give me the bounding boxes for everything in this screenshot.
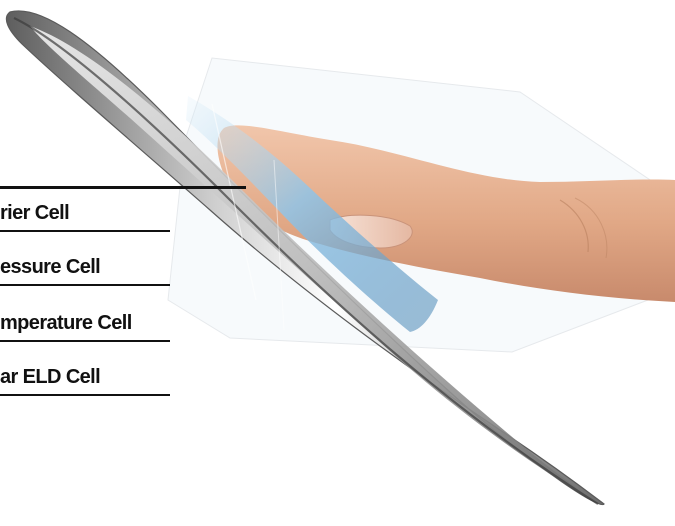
cell-label-row: rier Cell — [0, 196, 170, 232]
header-divider — [0, 186, 246, 189]
cell-label-text: essure Cell — [0, 256, 100, 284]
cell-label-row: ar ELD Cell — [0, 360, 170, 396]
cell-label-text: mperature Cell — [0, 312, 132, 340]
cell-label-text: ar ELD Cell — [0, 366, 100, 394]
cell-label-row: essure Cell — [0, 250, 170, 286]
cell-label-row: mperature Cell — [0, 306, 170, 342]
cell-label-text: rier Cell — [0, 202, 69, 230]
